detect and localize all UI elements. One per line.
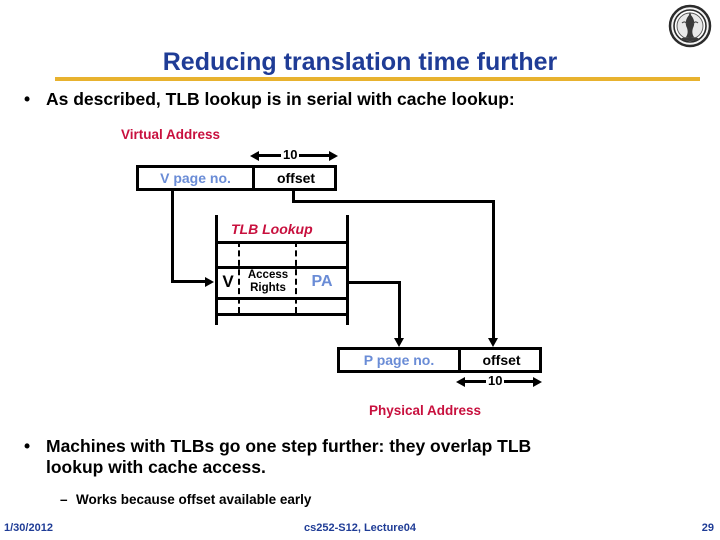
bullet-text-1: As described, TLB lookup is in serial wi… xyxy=(46,89,515,109)
bullet-item-2: • Machines with TLBs go one step further:… xyxy=(24,435,714,457)
page-title: Reducing translation time further xyxy=(162,48,558,76)
va-offset-drop-line xyxy=(292,191,295,203)
tlb-pa-cell: PA xyxy=(311,273,333,290)
tlb-access-rights-line1: Access xyxy=(247,268,289,281)
va-offset-across-line xyxy=(292,200,495,203)
tlb-column-separator-2 xyxy=(295,241,297,313)
vpage-into-tlb-line xyxy=(171,280,207,283)
tlb-pa-to-pa-arrow xyxy=(394,338,404,347)
vpage-into-tlb-arrow xyxy=(205,277,214,287)
tlb-access-rights-line2: Rights xyxy=(250,281,286,294)
bullet-text-2-line1: Machines with TLBs go one step further: … xyxy=(46,436,532,456)
tlb-valid-cell: V xyxy=(222,272,234,291)
va-offset-cell: offset xyxy=(276,170,316,186)
tlb-pa-out-line xyxy=(349,281,401,284)
sub-bullet-item-1: –Works because offset available early xyxy=(60,492,311,507)
physical-address-box-divider xyxy=(458,347,461,373)
tlb-access-rights-cell: Access Rights xyxy=(241,266,295,297)
footer-course: cs252-S12, Lecture04 xyxy=(304,522,416,534)
va-page-no-cell: V page no. xyxy=(160,170,231,186)
tlb-row-rule-3 xyxy=(215,297,349,300)
pa-offset-dim-arrow-right xyxy=(533,377,542,387)
tlb-row-rule-1 xyxy=(215,241,349,244)
pa-page-no-cell: P page no. xyxy=(363,352,435,368)
footer-date: 1/30/2012 xyxy=(4,522,53,534)
va-offset-to-pa-arrow xyxy=(488,338,498,347)
bullet-marker-2: • xyxy=(24,436,31,456)
vpage-drop-line xyxy=(171,191,174,282)
pa-offset-bits-label: 10 xyxy=(486,373,505,388)
title-underline-rule xyxy=(55,77,700,81)
virtual-address-box-divider xyxy=(252,165,255,191)
va-offset-dim-arrow-right xyxy=(329,151,338,161)
pa-offset-cell: offset xyxy=(482,352,521,368)
tlb-row-rule-4 xyxy=(215,313,349,316)
va-offset-bits-label: 10 xyxy=(281,147,300,162)
physical-address-box xyxy=(337,347,542,373)
bullet-text-2-line2: lookup with cache access. xyxy=(46,457,266,477)
virtual-address-box xyxy=(136,165,337,191)
tlb-row-rule-2 xyxy=(215,266,349,269)
virtual-address-caption: Virtual Address xyxy=(121,127,221,142)
physical-address-caption: Physical Address xyxy=(369,403,482,418)
berkeley-seal-icon xyxy=(668,4,712,48)
tlb-column-separator-1 xyxy=(238,241,240,313)
pa-offset-dim-arrow-left xyxy=(456,377,465,387)
footer-page-number: 29 xyxy=(701,522,714,534)
bullet-item-1: • As described, TLB lookup is in serial w… xyxy=(24,88,714,110)
tlb-pa-drop-line xyxy=(398,281,401,340)
va-offset-long-drop-line xyxy=(492,200,495,340)
tlb-left-wall xyxy=(215,215,218,325)
sub-bullet-text-1: Works because offset available early xyxy=(76,492,312,507)
tlb-right-wall xyxy=(346,215,349,325)
va-offset-dim-arrow-left xyxy=(250,151,259,161)
dash-marker-1: – xyxy=(60,492,68,507)
bullet-marker-1: • xyxy=(24,89,31,109)
tlb-lookup-caption: TLB Lookup xyxy=(231,221,313,237)
